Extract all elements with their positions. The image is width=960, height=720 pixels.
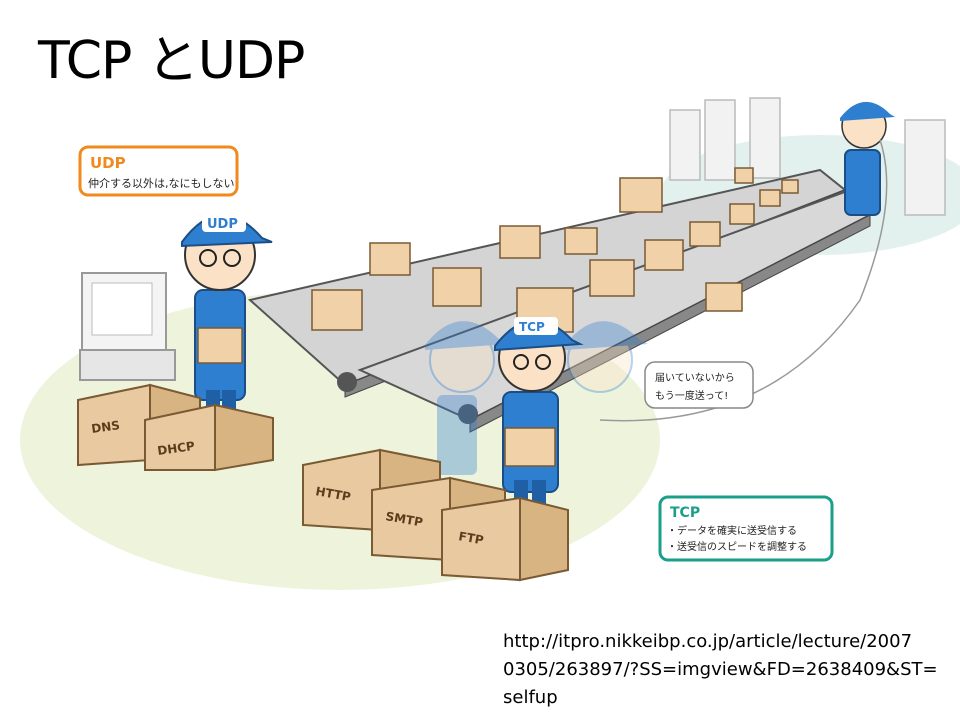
tcp-ghost-workers [425,321,648,475]
speech-line2: もう一度送って! [655,389,728,402]
udp-callout-text: 仲介する以外は,なにもしない [88,176,235,190]
conveyor-packets [311,167,799,333]
tcp-callout-line2: ・送受信のスピードを調整する [667,540,807,553]
source-url-line2: 0305/263897/?SS=imgview&FD=2638409&ST= [503,659,938,680]
udp-callout: UDP 仲介する以外は,なにもしない [78,145,239,197]
tcp-worker: TCP [494,317,584,505]
box-http-label: HTTP [314,484,352,504]
udp-worker: UDP [181,212,273,432]
speech-line1: 届いていないから [655,372,735,384]
udp-cap-label: UDP [207,217,238,232]
box-ftp: FTP [441,496,569,582]
server-racks [669,97,946,216]
client-computer [79,272,176,381]
box-dhcp: DHCP [144,403,274,472]
tcp-cap-label: TCP [519,320,545,334]
box-dhcp-label: DHCP [156,439,195,458]
tcp-callout-heading: TCP [670,505,700,521]
source-url-line3: selfup [503,687,558,708]
udp-callout-heading: UDP [90,154,126,172]
source-url-line1: http://itpro.nikkeibp.co.jp/article/lect… [503,631,913,652]
box-smtp-label: SMTP [384,509,424,529]
tcp-udp-illustration: UDP 仲介する以外は,なにもしない UDP DNS DHCP [20,97,960,590]
tcp-callout-line1: ・データを確実に送受信する [667,524,797,537]
source-url: http://itpro.nikkeibp.co.jp/article/lect… [503,628,960,712]
tcp-speech-bubble: 届いていないから もう一度送って! [644,361,754,409]
tcp-remote-worker [599,101,895,422]
box-dns-label: DNS [90,418,120,436]
tcp-callout: TCP ・データを確実に送受信する ・送受信のスピードを調整する [658,495,834,562]
box-ftp-label: FTP [457,529,484,547]
slide-title: TCP とUDP [38,31,305,91]
